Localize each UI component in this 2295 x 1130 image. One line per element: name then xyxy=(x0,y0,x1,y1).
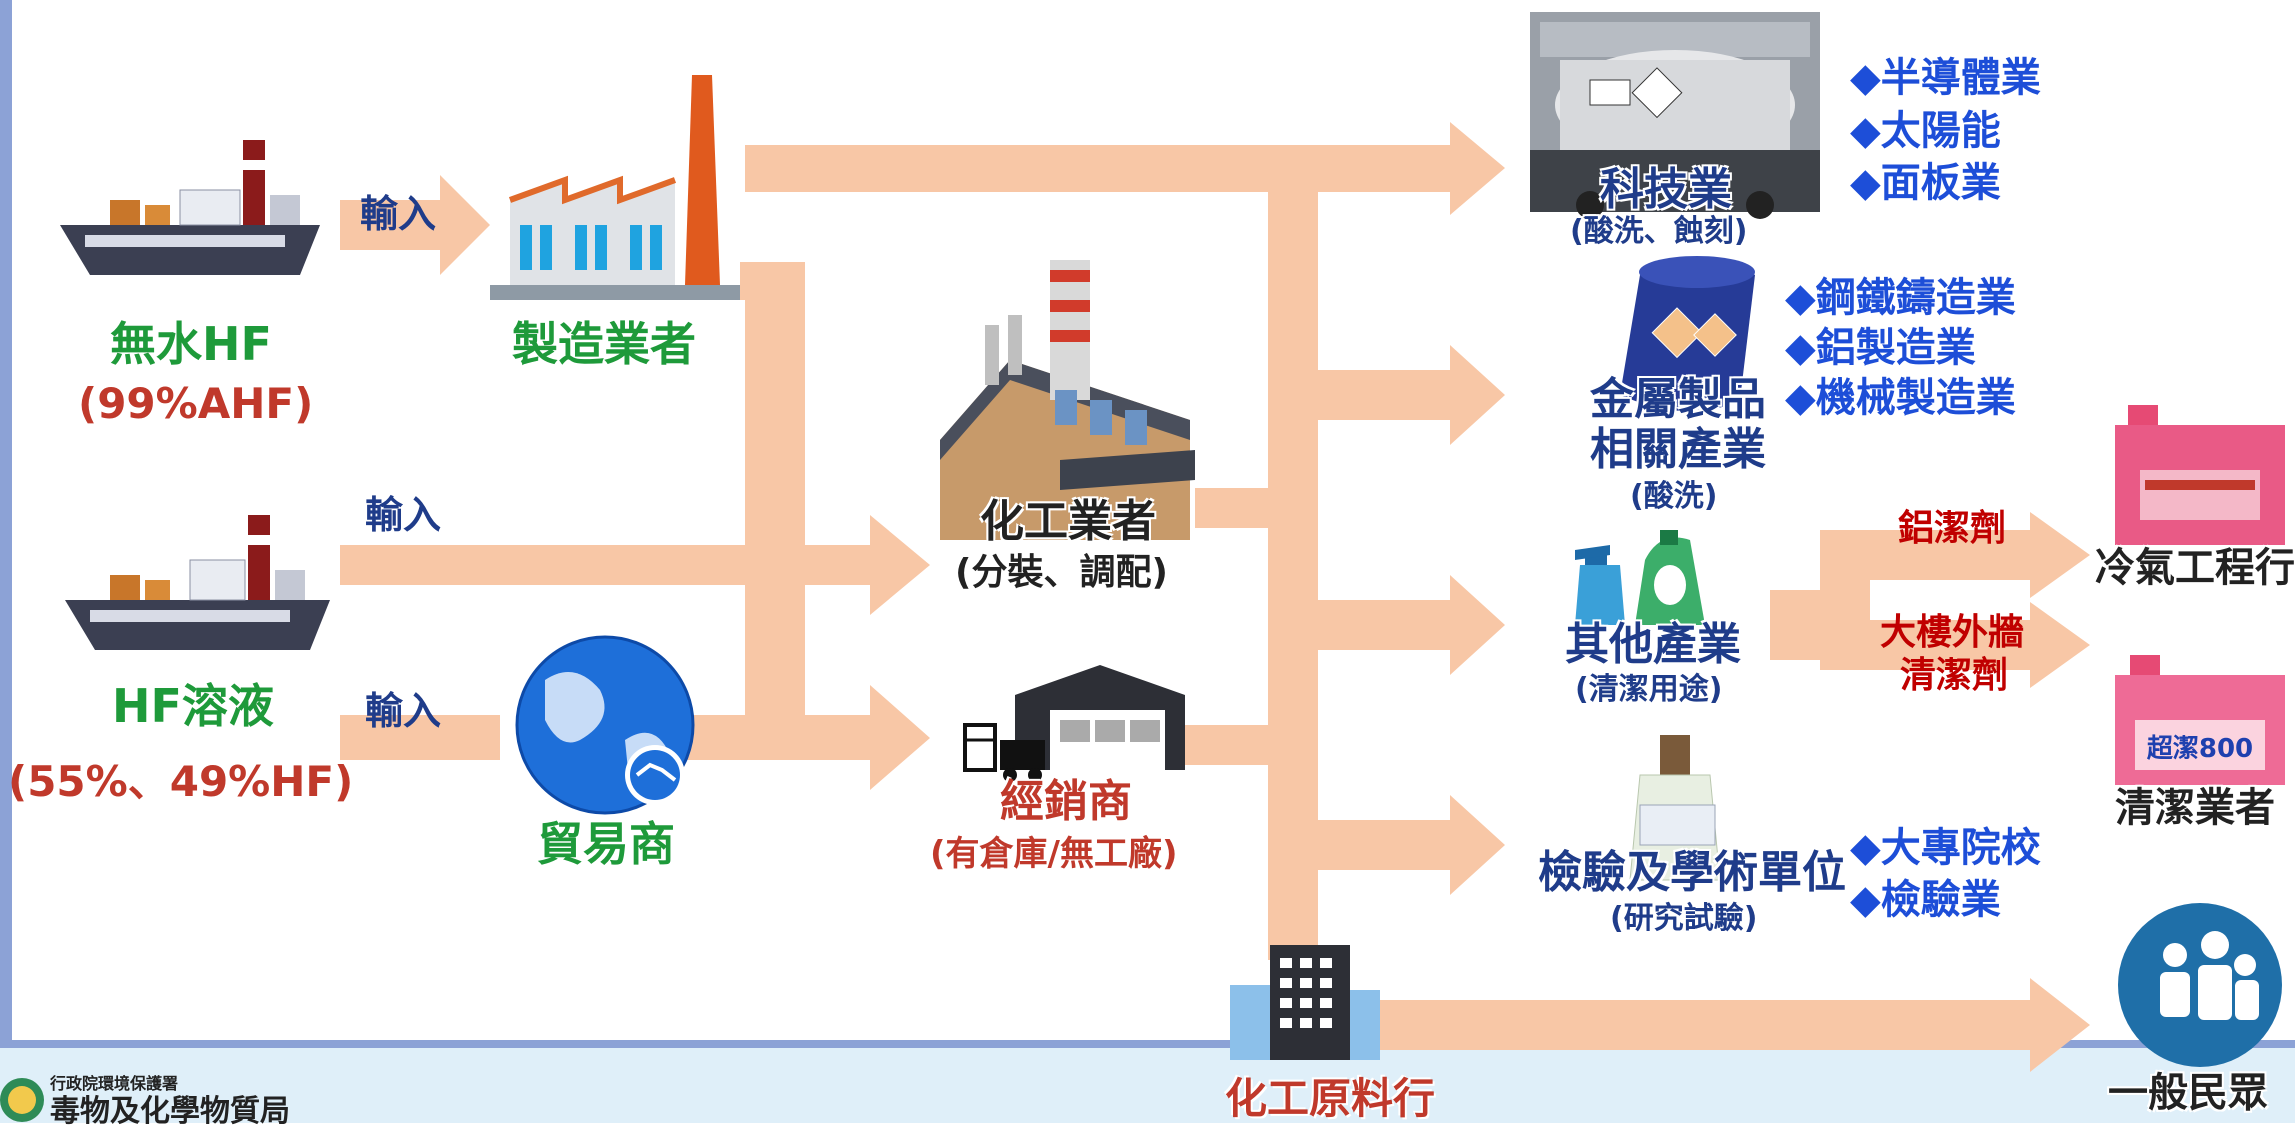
ship-icon-2 xyxy=(65,515,330,650)
globe-handshake-icon xyxy=(515,635,695,815)
lab-name: 檢驗及學術單位 xyxy=(1538,847,1846,898)
cleaning-business-label: 清潔業者 xyxy=(2115,785,2275,831)
other-industry-name: 其他產業 xyxy=(1565,619,1741,670)
arrow-solution-to-chemical xyxy=(340,515,930,615)
arrow-manufacturer-trunk xyxy=(745,262,805,760)
metal-item-3: ◆機械製造業 xyxy=(1785,375,2016,421)
arrow-to-other xyxy=(1318,575,1505,675)
lab-note: (研究試驗) xyxy=(1610,901,1758,936)
arrow-to-cleaning xyxy=(1830,602,2090,688)
arrow-manufacturer-to-tech xyxy=(745,122,1505,215)
tech-item-1: ◆半導體業 xyxy=(1850,55,2041,101)
distributor-note: (有倉庫/無工廠) xyxy=(930,834,1178,874)
metal-name-1: 金屬製品 xyxy=(1590,374,1766,425)
lab-item-2: ◆檢驗業 xyxy=(1850,877,2001,923)
chemical-industry-note: (分裝、調配) xyxy=(955,552,1168,593)
aluminum-cleaner-label: 鋁潔劑 xyxy=(1898,508,2007,549)
chemical-plant-icon xyxy=(940,260,1195,540)
chem-shop-label: 化工原料行 xyxy=(1225,1074,1436,1123)
import-label-2: 輸入 xyxy=(365,493,442,537)
factory-icon xyxy=(490,75,740,300)
wall-cleaner-label-2: 清潔劑 xyxy=(1900,655,2009,696)
footer-line xyxy=(0,1040,2295,1048)
arrow-to-metal xyxy=(1318,345,1505,445)
anhydrous-hf-name: 無水HF xyxy=(110,317,272,371)
hf-solution-spec: (55%、49%HF) xyxy=(8,757,354,806)
cleaner-jug-icon-2: 超潔800 xyxy=(2115,655,2285,785)
tank-truck-icon xyxy=(1530,12,1820,219)
spray-bottle-icon xyxy=(1575,530,1705,625)
tech-item-3: ◆面板業 xyxy=(1850,160,2001,206)
anhydrous-hf-spec: (99%AHF) xyxy=(78,379,314,428)
wall-cleaner-label-1: 大樓外牆 xyxy=(1880,612,2025,653)
chemical-industry-name: 化工業者 xyxy=(980,496,1156,547)
chemical-drum-icon xyxy=(1620,256,1755,412)
hf-solution-name: HF溶液 xyxy=(112,679,274,733)
trader-label: 貿易商 xyxy=(537,817,675,871)
arrow-distributor-to-trunk xyxy=(1185,725,1268,765)
metal-name-2: 相關產業 xyxy=(1590,424,1766,475)
lab-item-1: ◆大專院校 xyxy=(1850,825,2041,871)
public-label: 一般民眾 xyxy=(2108,1070,2268,1116)
arrow-other-riser xyxy=(1820,530,1870,670)
footer-band xyxy=(0,1040,2295,1123)
arrow-to-ac xyxy=(1830,512,2090,598)
other-industry-note: (清潔用途) xyxy=(1575,672,1723,707)
left-border xyxy=(0,0,12,1048)
footer-org-large: 毒物及化學物質局 xyxy=(50,1094,290,1129)
tech-note: (酸洗、蝕刻) xyxy=(1570,214,1748,249)
import-label-3: 輸入 xyxy=(365,689,442,733)
arrow-chemical-to-trunk xyxy=(1195,488,1268,528)
office-building-icon xyxy=(1230,945,1380,1060)
warehouse-forklift-icon xyxy=(963,665,1185,782)
tech-item-2: ◆太陽能 xyxy=(1850,108,2001,154)
agency-logo-icon xyxy=(0,1078,44,1122)
tech-name: 科技業 xyxy=(1600,164,1732,215)
ship-icon-1 xyxy=(60,140,320,275)
arrow-main-trunk xyxy=(1268,192,1318,960)
metal-item-1: ◆鋼鐵鑄造業 xyxy=(1785,275,2016,321)
metal-note: (酸洗) xyxy=(1630,479,1718,514)
footer-org-small: 行政院環境保護署 xyxy=(50,1074,179,1093)
arrow-manufacturer-out xyxy=(740,262,805,300)
distributor-name: 經銷商 xyxy=(1000,776,1132,827)
arrow-import-to-trader xyxy=(340,715,500,760)
manufacturer-label: 製造業者 xyxy=(512,317,696,371)
import-label-1: 輸入 xyxy=(360,192,437,236)
metal-item-2: ◆鋁製造業 xyxy=(1785,325,1976,371)
cleaner-jug-icon-1 xyxy=(2115,405,2285,545)
arrow-to-lab xyxy=(1318,795,1505,895)
arrow-other-trunk xyxy=(1770,590,1830,660)
ac-engineering-label: 冷氣工程行 xyxy=(2095,545,2295,591)
cleaner-product-label: 超潔800 xyxy=(2147,734,2253,764)
arrow-shop-to-public xyxy=(1375,978,2090,1072)
people-icon xyxy=(2118,903,2282,1067)
lab-bottle-icon xyxy=(1629,735,1721,881)
arrow-import-anhydrous xyxy=(340,175,490,275)
